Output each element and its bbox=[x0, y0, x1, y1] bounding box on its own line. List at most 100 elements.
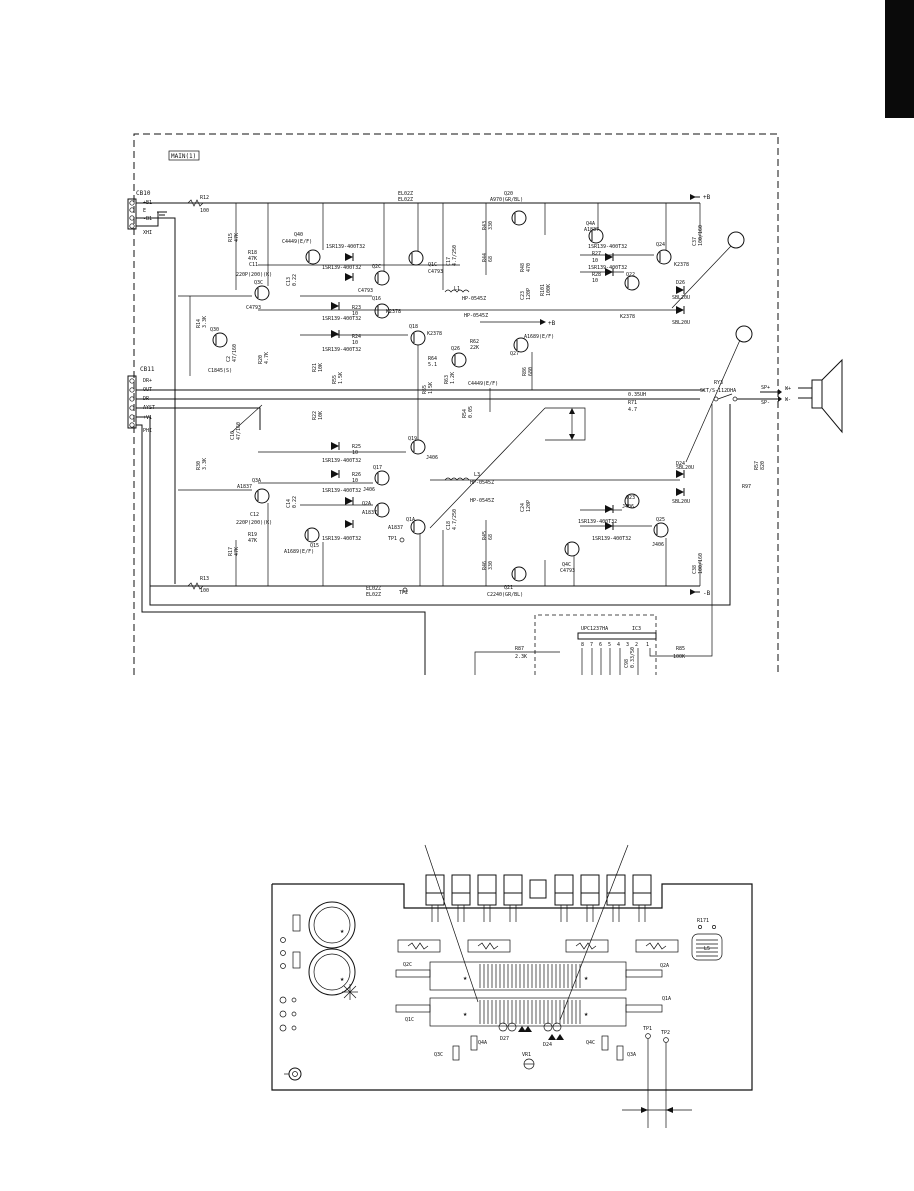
r15-ref: R15 bbox=[228, 233, 234, 242]
cb11-pin-6: PHI bbox=[143, 428, 152, 434]
transistor-q16: Q16 K2378 bbox=[372, 296, 401, 319]
r17-ref: R17 bbox=[228, 547, 234, 556]
q23-ref: Q23 bbox=[626, 495, 635, 501]
diode-part-10: 1SR139-400T32 bbox=[578, 519, 617, 525]
r28-value: 10 bbox=[592, 278, 598, 284]
r62-ref: R62 bbox=[470, 339, 479, 345]
transistor-q1a: Q1A A1837 bbox=[388, 517, 426, 535]
ic3-pin-4: 4 bbox=[617, 642, 620, 648]
rail-pos-label: +B bbox=[703, 194, 711, 201]
q16-ref: Q16 bbox=[372, 296, 381, 302]
pcb-vr1: VR1 bbox=[522, 1052, 531, 1058]
r85-ref: R85 bbox=[676, 646, 685, 652]
block-label: MAIN(1) bbox=[171, 153, 196, 160]
star-3: ★ bbox=[463, 1010, 468, 1018]
ic3-pin-8: 8 bbox=[581, 642, 584, 648]
r20-ref: R20 bbox=[258, 355, 264, 364]
r101-value: 100K bbox=[546, 284, 552, 296]
r24-ref: R24 bbox=[352, 334, 361, 340]
r14-ref: R14 bbox=[196, 319, 202, 328]
transistor-q24: Q24 K2378 bbox=[656, 242, 689, 268]
r26-value: 10 bbox=[352, 478, 358, 484]
r22-value: 10K bbox=[318, 411, 324, 420]
pcb-q2c: Q2C bbox=[403, 962, 412, 968]
pcb-r171: R171 bbox=[697, 918, 709, 924]
r13-value: 100 bbox=[200, 588, 209, 594]
pcb-q1a: Q1A bbox=[662, 996, 671, 1002]
ic3-pin-2: 2 bbox=[635, 642, 638, 648]
tp2-label: TP2 bbox=[399, 590, 408, 596]
r18-value: 47K bbox=[248, 256, 257, 262]
q1c-part: C4793 bbox=[428, 269, 443, 275]
power-device-row bbox=[425, 874, 652, 922]
transistor-q3a: Q3A A1837 bbox=[237, 478, 270, 504]
speaker-plus-label: W+ bbox=[785, 386, 791, 392]
r64-value: 5.1 bbox=[428, 362, 437, 368]
q1a-ref: Q1A bbox=[406, 517, 415, 523]
callout-circle-upper bbox=[727, 231, 745, 249]
d24-ref: D24 bbox=[676, 461, 685, 467]
q4c-part: C4793 bbox=[560, 568, 575, 574]
rail-neg-label: -B bbox=[703, 590, 711, 597]
c98-value: 0.33/50 bbox=[630, 647, 636, 668]
ic3-pin-5: 5 bbox=[608, 642, 611, 648]
q3a-part: A1837 bbox=[237, 484, 252, 490]
pcb-d24: D24 bbox=[543, 1042, 552, 1048]
r27-value: 10 bbox=[592, 258, 598, 264]
cb10-pin-3: -B1 bbox=[143, 216, 152, 222]
transistor-q20: Q20 A970(GR/BL) bbox=[490, 191, 527, 226]
heatsinks: ★ ★ ★ ★ bbox=[429, 961, 627, 1027]
r46-ref: R46 bbox=[482, 561, 488, 570]
pcb-diodes: D27 D24 VR1 bbox=[498, 1022, 564, 1070]
c14-value: 0.22 bbox=[292, 496, 298, 508]
r18-ref: R18 bbox=[248, 250, 257, 256]
cb10-pin-2: E bbox=[143, 208, 146, 214]
r25-value: 10 bbox=[352, 450, 358, 456]
r23-ref: R23 bbox=[352, 305, 361, 311]
transistor-q17: Q17 J406 bbox=[363, 465, 390, 493]
l1-part: HP-0545Z bbox=[462, 296, 486, 302]
r25-ref: R25 bbox=[352, 444, 361, 450]
pcb-layout: ★ ★ ★ ★ Q2C Q1C Q2A Q1A Q3C Q4A Q4C Q3A bbox=[271, 844, 753, 1128]
r43-ref: R43 bbox=[482, 221, 488, 230]
q27-ref: Q27 bbox=[510, 351, 519, 357]
r28-ref: R28 bbox=[592, 272, 601, 278]
q4a-ref: Q4A bbox=[586, 221, 595, 227]
adjust-bracket bbox=[429, 407, 586, 529]
output-stage-line bbox=[136, 389, 731, 675]
star-4: ★ bbox=[584, 1010, 589, 1018]
q15-ref: Q15 bbox=[310, 543, 319, 549]
r87-ref: R87 bbox=[515, 646, 524, 652]
ic3-pin-1: 1 bbox=[646, 642, 649, 648]
transistor-q19: Q19 J406 bbox=[408, 436, 438, 461]
r44-ref: R44 bbox=[482, 253, 488, 262]
l3-part-2: HP-0545Z bbox=[470, 498, 494, 504]
leader-d24 bbox=[559, 844, 629, 1021]
q21-part: C2240(GR/BL) bbox=[487, 592, 523, 598]
l1-ref: L1 bbox=[454, 286, 460, 292]
r48-ref: R48 bbox=[520, 263, 526, 272]
diode-part-9: 1SR139-400T32 bbox=[588, 265, 627, 271]
q24-part: K2378 bbox=[674, 262, 689, 268]
transistor-q25: Q25 J406 bbox=[652, 517, 669, 548]
page-corner-tab bbox=[885, 0, 914, 118]
ic3-block: UPC1237HA IC3 8 7 6 5 4 3 2 1 R87 2.3K R… bbox=[474, 404, 713, 675]
q16-part: K2378 bbox=[386, 309, 401, 315]
connector-cb11: CB11 DR+ OUT DR- AYST +V1 PHI bbox=[127, 366, 155, 434]
ic3-ref: IC3 bbox=[632, 626, 641, 632]
r54-ref: R54 bbox=[462, 409, 468, 418]
q18-ref: Q18 bbox=[409, 324, 418, 330]
c17-value: 4.7/250 bbox=[452, 245, 458, 266]
c37-ref: C37 bbox=[692, 237, 698, 246]
block-label-box bbox=[168, 150, 200, 161]
leader-d27 bbox=[424, 844, 479, 1003]
diode-part-11: 1SR139-400T32 bbox=[592, 536, 631, 542]
q3c-part: C4793 bbox=[246, 305, 261, 311]
diode-part-1: 1SR139-400T32 bbox=[326, 244, 365, 250]
cap-star-2: ★ bbox=[340, 975, 345, 983]
flyback-diodes: SBL20U SBL20U SBL20U SBL20U D26 D24 bbox=[672, 280, 694, 505]
c37-value: 100/160 bbox=[698, 225, 704, 246]
r30-ref: R30 bbox=[196, 461, 202, 470]
passive-labels: R15 47K R18 47K C11 220P(200)(K) R14 3.3… bbox=[196, 221, 766, 574]
inductors: L1 HP-0545Z HP-0545Z L3 HP-0545Z HP-0545… bbox=[444, 286, 494, 504]
